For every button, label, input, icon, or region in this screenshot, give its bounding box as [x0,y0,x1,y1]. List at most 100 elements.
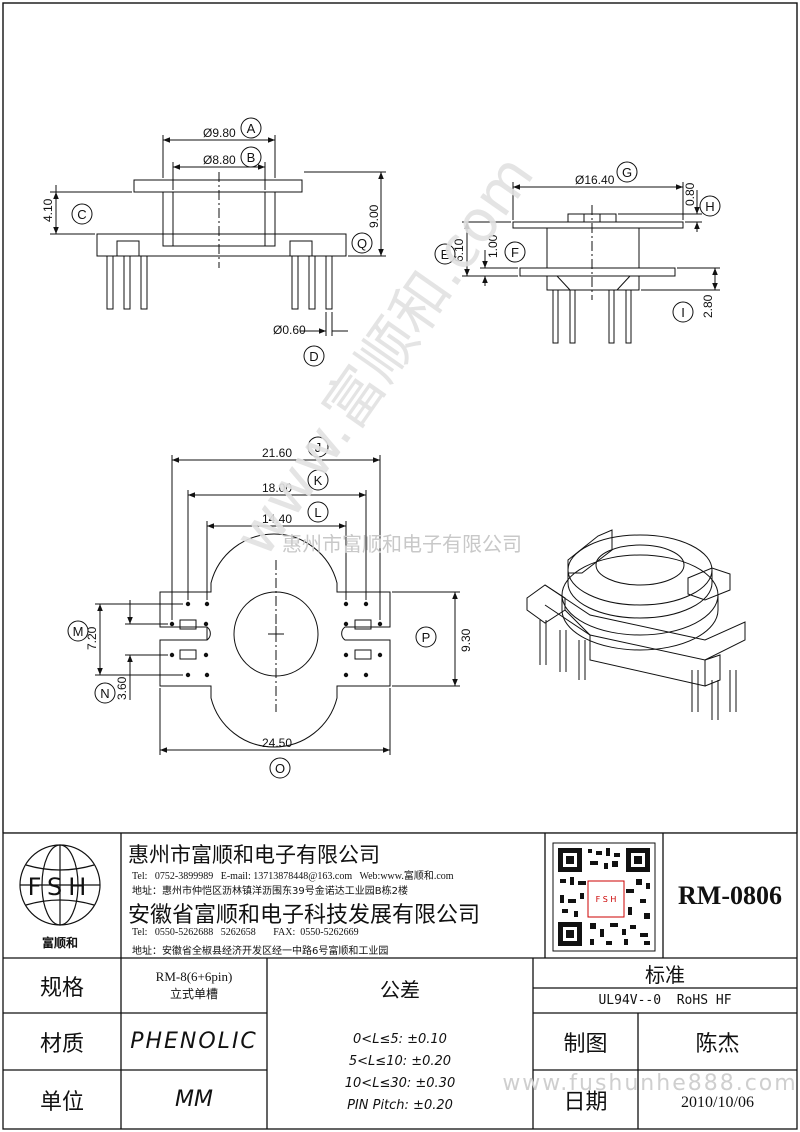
svg-text:N: N [100,686,109,701]
part-number: RM-0806 [678,880,782,910]
svg-text:E: E [441,247,450,262]
callout-F: F [504,241,526,263]
pin [552,289,559,344]
pin [625,289,632,344]
spec-value: RM-8(6+6pin) 立式单槽 [121,969,267,1002]
title-block: FSH 富顺和 F S H 惠州市富顺和电子有限公司 Tel: 0752-389… [0,833,800,1132]
callout-I: I [672,301,694,323]
svg-text:A: A [247,121,256,136]
callout-K: K [307,469,329,491]
company1-name: 惠州市富顺和电子有限公司 [128,843,380,867]
svg-text:J: J [315,440,322,455]
unit-value: MM [175,1087,213,1112]
dim-L-value: 14.40 [262,512,292,526]
dim-Q-value: 9.00 [367,204,381,228]
logo-letters: FSH [27,873,93,901]
drawn-value: 陈杰 [695,1031,740,1057]
watermark-company: 惠州市富顺和电子有限公司 [282,532,522,556]
unit-label: 单位 [39,1089,84,1115]
callout-G: G [616,161,638,183]
qr-center-label: F S H [595,894,617,904]
svg-text:O: O [275,761,285,776]
pin [325,255,333,310]
watermark-footer: www.fushunhe888.com [502,1070,798,1096]
qr-code-icon [552,842,656,952]
callout-L: L [307,501,329,523]
pin [106,255,114,310]
tolerance-list: 0<L≤5: ±0.10 5<L≤10: ±0.20 10<L≤30: ±0.3… [267,1029,533,1117]
svg-text:D: D [309,349,318,364]
dim-M-value: 7.20 [85,626,99,650]
iso-view [526,529,746,720]
spec-value-type: 立式单槽 [169,987,218,1001]
dim-K-value: 18.00 [262,481,292,495]
svg-text:L: L [314,505,321,520]
pin [123,255,131,310]
tolerance-row: 5<L≤10: ±0.20 [348,1054,452,1069]
callout-M: M [67,620,89,642]
dim-A-value: Ø9.80 [203,126,236,140]
svg-text:F: F [511,245,519,260]
side-top-flange [512,221,684,229]
date-label: 日期 [563,1089,608,1115]
callout-D: D [303,345,325,367]
svg-text:C: C [77,207,86,222]
company1-contact: Tel: 0752-3899989 E-mail: 13713878448@16… [132,871,454,882]
front-view [50,135,386,336]
standard-label: 标准 [645,962,685,987]
drawn-label: 制图 [563,1031,608,1057]
company1-address: 地址：惠州市仲恺区沥林镇洋沥围东39号金诺达工业园B栋2楼 [132,886,408,897]
pin [308,255,316,310]
callout-E: E [434,243,456,265]
sheet-border [2,2,798,833]
callout-C: C [71,203,93,225]
callout-B: B [240,146,262,168]
svg-text:M: M [73,624,84,639]
material-value: PHENOLIC [130,1029,258,1054]
svg-text:G: G [622,165,632,180]
svg-text:K: K [314,473,323,488]
callout-J: J [307,436,329,458]
dim-N-value: 3.60 [115,676,129,700]
dim-B-value: Ø8.80 [203,153,236,167]
callout-N: N [94,682,116,704]
spec-value-model: RM-8(6+6pin) [155,969,233,984]
side-view [462,182,720,344]
technical-drawing: Ø9.80 Ø8.80 4.10 9.00 Ø0.60 Ø16.40 0.80 … [2,2,798,833]
dim-D-value: Ø0.60 [273,323,306,337]
tolerance-row: 10<L≤30: ±0.30 [344,1076,456,1091]
company2-address: 地址：安徽省全椒县经济开发区经一中路6号富顺和工业园 [132,946,389,957]
spec-label: 规格 [39,975,84,1001]
pin [291,255,299,310]
svg-text:Q: Q [357,236,367,251]
dim-F-value: 1.00 [486,234,500,258]
dim-I-value: 2.80 [701,294,715,318]
globe-logo-icon [19,844,101,926]
callout-O: O [269,757,291,779]
pin [608,289,615,344]
dim-H-value: 0.80 [683,182,697,206]
company2-name: 安徽省富顺和电子科技发展有限公司 [128,903,481,928]
pin [569,289,576,344]
svg-text:P: P [422,630,431,645]
dim-J-value: 21.60 [262,446,292,460]
svg-text:B: B [247,150,256,165]
callout-A: A [240,117,262,139]
dim-C-value: 4.10 [41,198,55,222]
title-block-grid [2,833,798,1130]
dim-E-value: 6.10 [452,238,466,262]
svg-text:H: H [705,199,714,214]
top-view [95,455,460,755]
company2-contact: Tel: 0550-5262688 5262658 FAX: 0550-5262… [132,927,359,938]
dim-P-value: 9.30 [459,628,473,652]
date-value: 2010/10/06 [681,1094,754,1111]
tolerance-row: 0<L≤5: ±0.10 [353,1032,447,1047]
svg-text:I: I [681,305,685,320]
dim-G-value: Ø16.40 [575,173,615,187]
callout-P: P [415,626,437,648]
tolerance-label: 公差 [380,977,420,1002]
standard-value: UL94V--0 RoHS HF [598,993,732,1008]
callout-H: H [699,195,721,217]
tolerance-row: PIN Pitch: ±0.20 [347,1098,453,1113]
pin [140,255,148,310]
